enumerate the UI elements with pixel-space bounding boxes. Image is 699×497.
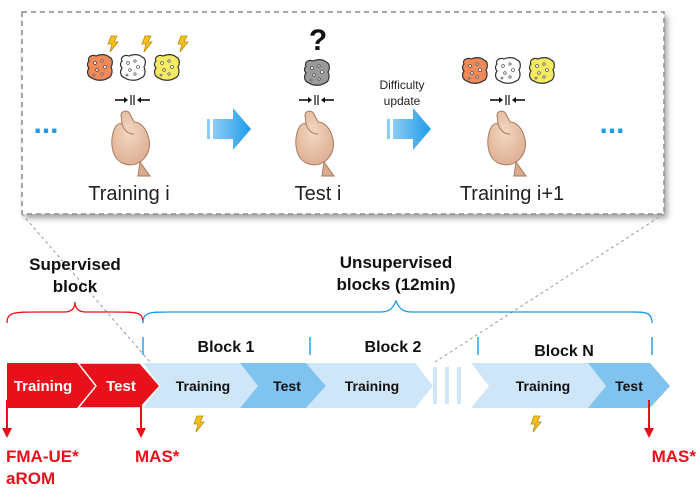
stage-label-training-i: Training i (88, 183, 170, 205)
assessment-marker-start (2, 400, 12, 438)
test-i-group: ? Test i (295, 24, 342, 205)
block-1-training-segment (143, 363, 258, 408)
stage-label-test-i: Test i (295, 183, 342, 205)
unsupervised-brace (142, 299, 653, 324)
unsupervised-label-line2: blocks (12min) (336, 275, 455, 294)
difficulty-update-line2: update (384, 94, 421, 108)
block-2-training-segment (306, 363, 433, 408)
assessment-mid-label: MAS* (135, 447, 180, 466)
sponge-icon (303, 59, 330, 86)
supervised-label-line2: block (53, 277, 98, 296)
ellipsis-bar (457, 367, 461, 404)
block-1-test-label: Test (273, 378, 301, 394)
block-2-label: Block 2 (365, 339, 422, 356)
block-n-test-segment (588, 363, 670, 408)
ellipsis-bar (445, 367, 449, 404)
zoom-connector-left (21, 213, 151, 363)
assessment-start-line1: FMA-UE* (6, 447, 79, 466)
unsupervised-label-line1: Unsupervised (340, 253, 452, 272)
lightning-icon (193, 415, 205, 433)
block-2-training-label: Training (345, 378, 399, 394)
block-1-training-label: Training (176, 378, 230, 394)
block-n-training-segment (471, 363, 606, 408)
difficulty-update-line1: Difficulty (379, 78, 424, 92)
ellipsis-bar (433, 367, 437, 404)
block-1-test-segment (240, 363, 326, 408)
sponge-icon (461, 57, 488, 84)
training-i-group: Training i (86, 35, 189, 205)
lightning-icon (530, 415, 542, 433)
block-n-label: Block N (534, 343, 594, 360)
assessment-start-line2: aROM (6, 469, 55, 488)
assessment-marker-mid (136, 400, 146, 438)
supervised-test-label: Test (106, 378, 136, 395)
supervised-brace (6, 301, 144, 324)
supervised-training-segment (7, 363, 96, 408)
sponge-icon (153, 54, 180, 81)
supervised-training-label: Training (14, 378, 72, 395)
sponge-icon (494, 57, 521, 84)
sponge-icon (119, 54, 146, 81)
question-mark: ? (309, 24, 327, 57)
supervised-label-line1: Supervised (29, 255, 121, 274)
right-arrow-icon (387, 108, 431, 150)
assessment-end-label: MAS* (652, 447, 697, 466)
stage-label-training-i-plus-1: Training i+1 (460, 183, 564, 205)
training-i-plus-1-group: Training i+1 (460, 57, 564, 205)
sponge-icon (86, 54, 113, 81)
zoom-connector-right (434, 213, 665, 363)
block-1-label: Block 1 (198, 339, 255, 356)
right-arrow-icon (207, 108, 251, 150)
ellipsis-left: ... (33, 107, 58, 140)
block-n-test-label: Test (615, 378, 643, 394)
sponge-icon (528, 57, 555, 84)
assessment-marker-end (644, 400, 654, 438)
block-n-training-label: Training (516, 378, 570, 394)
ellipsis-right: ... (599, 107, 624, 140)
